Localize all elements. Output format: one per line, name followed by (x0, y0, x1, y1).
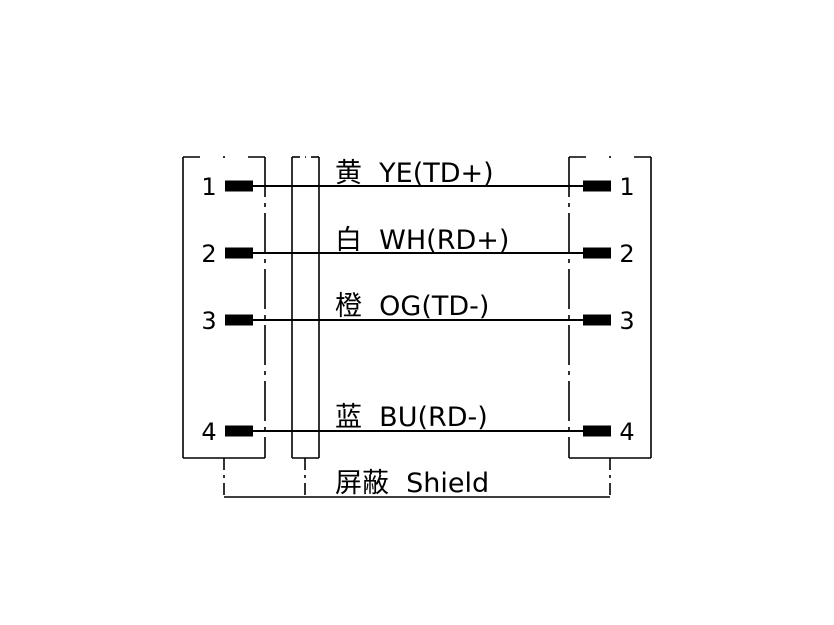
wire-1: 1 1 黄 YE(TD+) (201, 158, 634, 201)
left-pin-contact (225, 314, 253, 326)
right-pin-contact (583, 314, 611, 326)
left-pin-contact (225, 247, 253, 259)
cable-shield-tube (291, 156, 320, 459)
left-pin-number: 3 (201, 307, 216, 335)
wires: 1 1 黄 YE(TD+) 2 2 白 WH(RD+) 3 3 橙 OG(TD-) 4 4 蓝 BU(… (201, 158, 634, 446)
right-pin-contact (583, 247, 611, 259)
left-pin-number: 1 (201, 173, 216, 201)
shield-drain (223, 458, 611, 498)
wire-label: 蓝 BU(RD-) (335, 402, 488, 433)
right-pin-number: 3 (619, 307, 634, 335)
wire-3: 3 3 橙 OG(TD-) (201, 291, 634, 335)
left-pin-contact (225, 180, 253, 192)
left-connector (182, 156, 266, 459)
wire-label: 白 WH(RD+) (335, 225, 509, 256)
left-pin-number: 2 (201, 240, 216, 268)
wire-label: 黄 YE(TD+) (335, 158, 494, 189)
shield-label: 屏蔽 Shield (335, 468, 489, 499)
left-pin-number: 4 (201, 418, 216, 446)
right-pin-contact (583, 425, 611, 437)
right-pin-number: 4 (619, 418, 634, 446)
wire-4: 4 4 蓝 BU(RD-) (201, 402, 634, 446)
right-connector (568, 156, 652, 459)
right-pin-contact (583, 180, 611, 192)
wire-2: 2 2 白 WH(RD+) (201, 225, 634, 268)
wire-label: 橙 OG(TD-) (335, 291, 489, 322)
right-pin-number: 1 (619, 173, 634, 201)
left-pin-contact (225, 425, 253, 437)
right-pin-number: 2 (619, 240, 634, 268)
